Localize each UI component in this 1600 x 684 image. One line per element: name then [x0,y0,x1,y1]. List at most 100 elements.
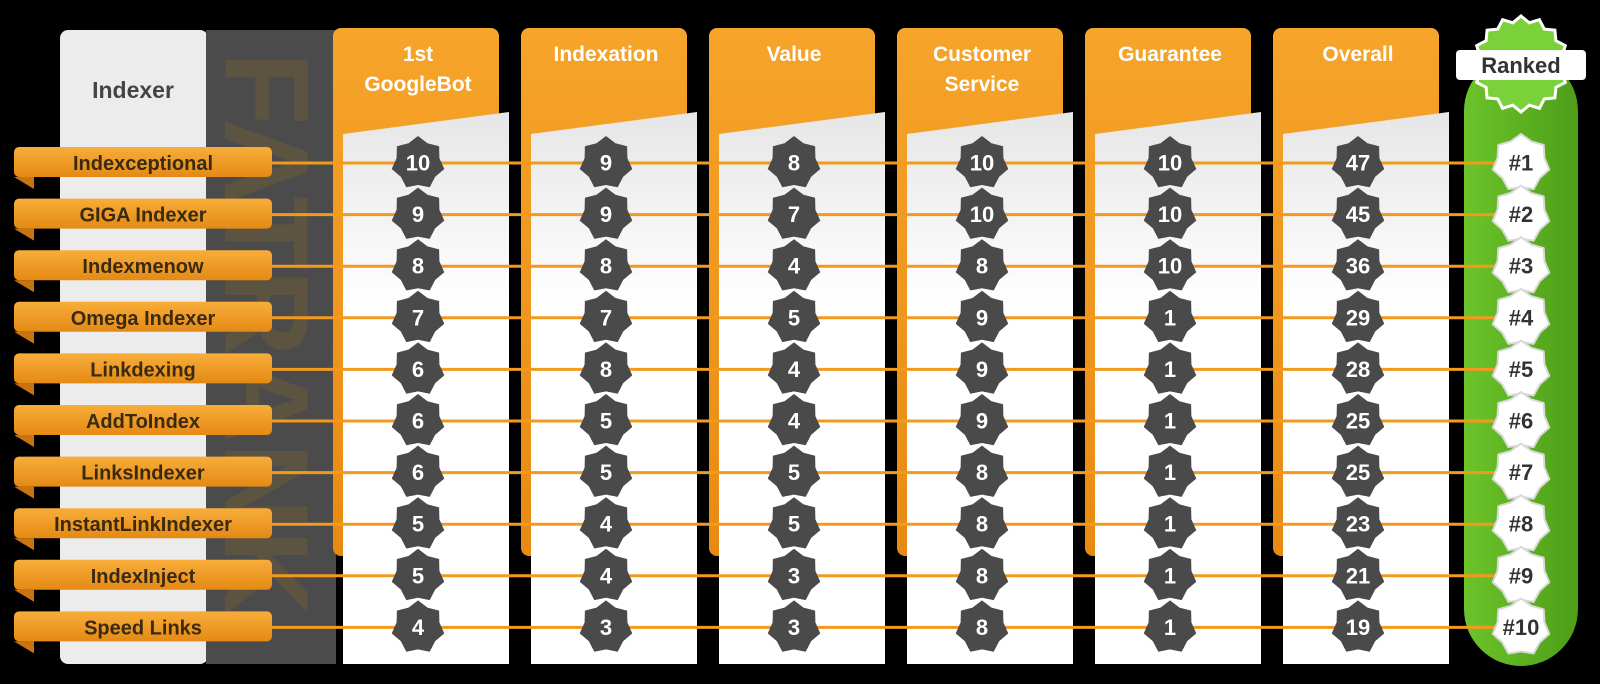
score-badge [579,342,633,394]
score-badge [955,342,1009,394]
score-badge [955,290,1009,343]
rank-value: #9 [1509,563,1533,588]
indexer-name: Linkdexing [90,359,196,381]
score-value: 47 [1346,151,1370,176]
column-header-label: Guarantee [1118,43,1222,66]
indexer-tag [14,456,272,487]
score-badge [1143,600,1197,652]
indexer-name: GIGA Indexer [79,205,206,227]
score-badge [391,600,445,652]
score-value: 4 [600,512,613,537]
score-badge [1331,187,1385,239]
score-badge [955,187,1009,239]
score-badge [767,445,821,497]
indexer-tag [14,147,272,177]
score-value: 8 [788,151,800,176]
indexer-name: Indexceptional [73,153,213,175]
score-value: 4 [788,357,801,382]
score-badge [391,445,445,497]
score-value: 6 [412,460,424,485]
score-badge [1143,497,1197,549]
indexer-tag [14,198,272,229]
column-header-label: Indexation [553,43,658,66]
score-value: 8 [600,254,612,279]
score-badge [767,290,821,343]
score-value: 5 [788,305,800,330]
score-value: 10 [970,151,994,176]
score-badge [1331,290,1385,343]
score-value: 28 [1346,357,1370,382]
score-value: 8 [976,254,988,279]
score-badge [955,497,1009,549]
score-value: 3 [788,615,800,640]
score-value: 5 [788,460,800,485]
indexer-tag-fold [14,641,34,654]
score-badge [579,136,633,188]
score-badge [391,187,445,239]
score-badge [1143,136,1197,188]
score-badge [1143,239,1197,291]
score-value: 9 [412,202,424,227]
score-value: 1 [1164,512,1176,537]
score-value: 45 [1346,202,1370,227]
score-badge [579,445,633,497]
score-value: 25 [1346,460,1370,485]
score-value: 4 [788,254,801,279]
score-badge [767,136,821,188]
column-header-label: Value [767,43,822,66]
indexer-tag-fold [14,383,34,396]
indexer-tag-fold [14,177,34,189]
indexer-name: Speed Links [84,617,202,639]
score-badge [391,290,445,343]
score-badge [391,136,445,188]
score-value: 5 [412,563,424,588]
rank-value: #10 [1503,615,1540,640]
score-value: 5 [788,512,800,537]
score-badge [1331,342,1385,394]
score-value: 36 [1346,254,1370,279]
score-value: 6 [412,409,424,434]
score-value: 8 [976,615,988,640]
rank-value: #4 [1509,305,1534,330]
score-value: 7 [788,202,800,227]
indexer-column-panel [60,30,208,664]
score-badge [1331,136,1385,188]
score-value: 19 [1346,615,1370,640]
rank-value: #2 [1509,202,1533,227]
score-value: 5 [600,460,612,485]
score-value: 9 [600,202,612,227]
indexer-tag [14,301,272,332]
rank-value: #6 [1509,409,1533,434]
score-badge [579,548,633,601]
score-value: 21 [1346,563,1370,588]
ranked-title: Ranked [1481,53,1560,78]
score-badge [1331,497,1385,549]
score-value: 10 [1158,202,1182,227]
score-value: 8 [976,563,988,588]
score-badge [955,548,1009,601]
score-badge [767,342,821,394]
score-badge [955,445,1009,497]
ranked-ribbon [1456,50,1586,80]
rank-value: #3 [1509,254,1533,279]
score-value: 4 [600,563,613,588]
score-value: 10 [970,202,994,227]
score-badge [579,600,633,652]
score-value: 4 [788,409,801,434]
column-header-label: Overall [1322,43,1393,66]
score-badge [391,394,445,446]
score-badge [1143,187,1197,239]
score-badge [767,239,821,291]
score-badge [1143,548,1197,601]
score-badge [955,394,1009,446]
indexer-name: AddToIndex [86,411,200,433]
score-badge [579,187,633,239]
score-value: 9 [600,151,612,176]
score-value: 10 [1158,254,1182,279]
